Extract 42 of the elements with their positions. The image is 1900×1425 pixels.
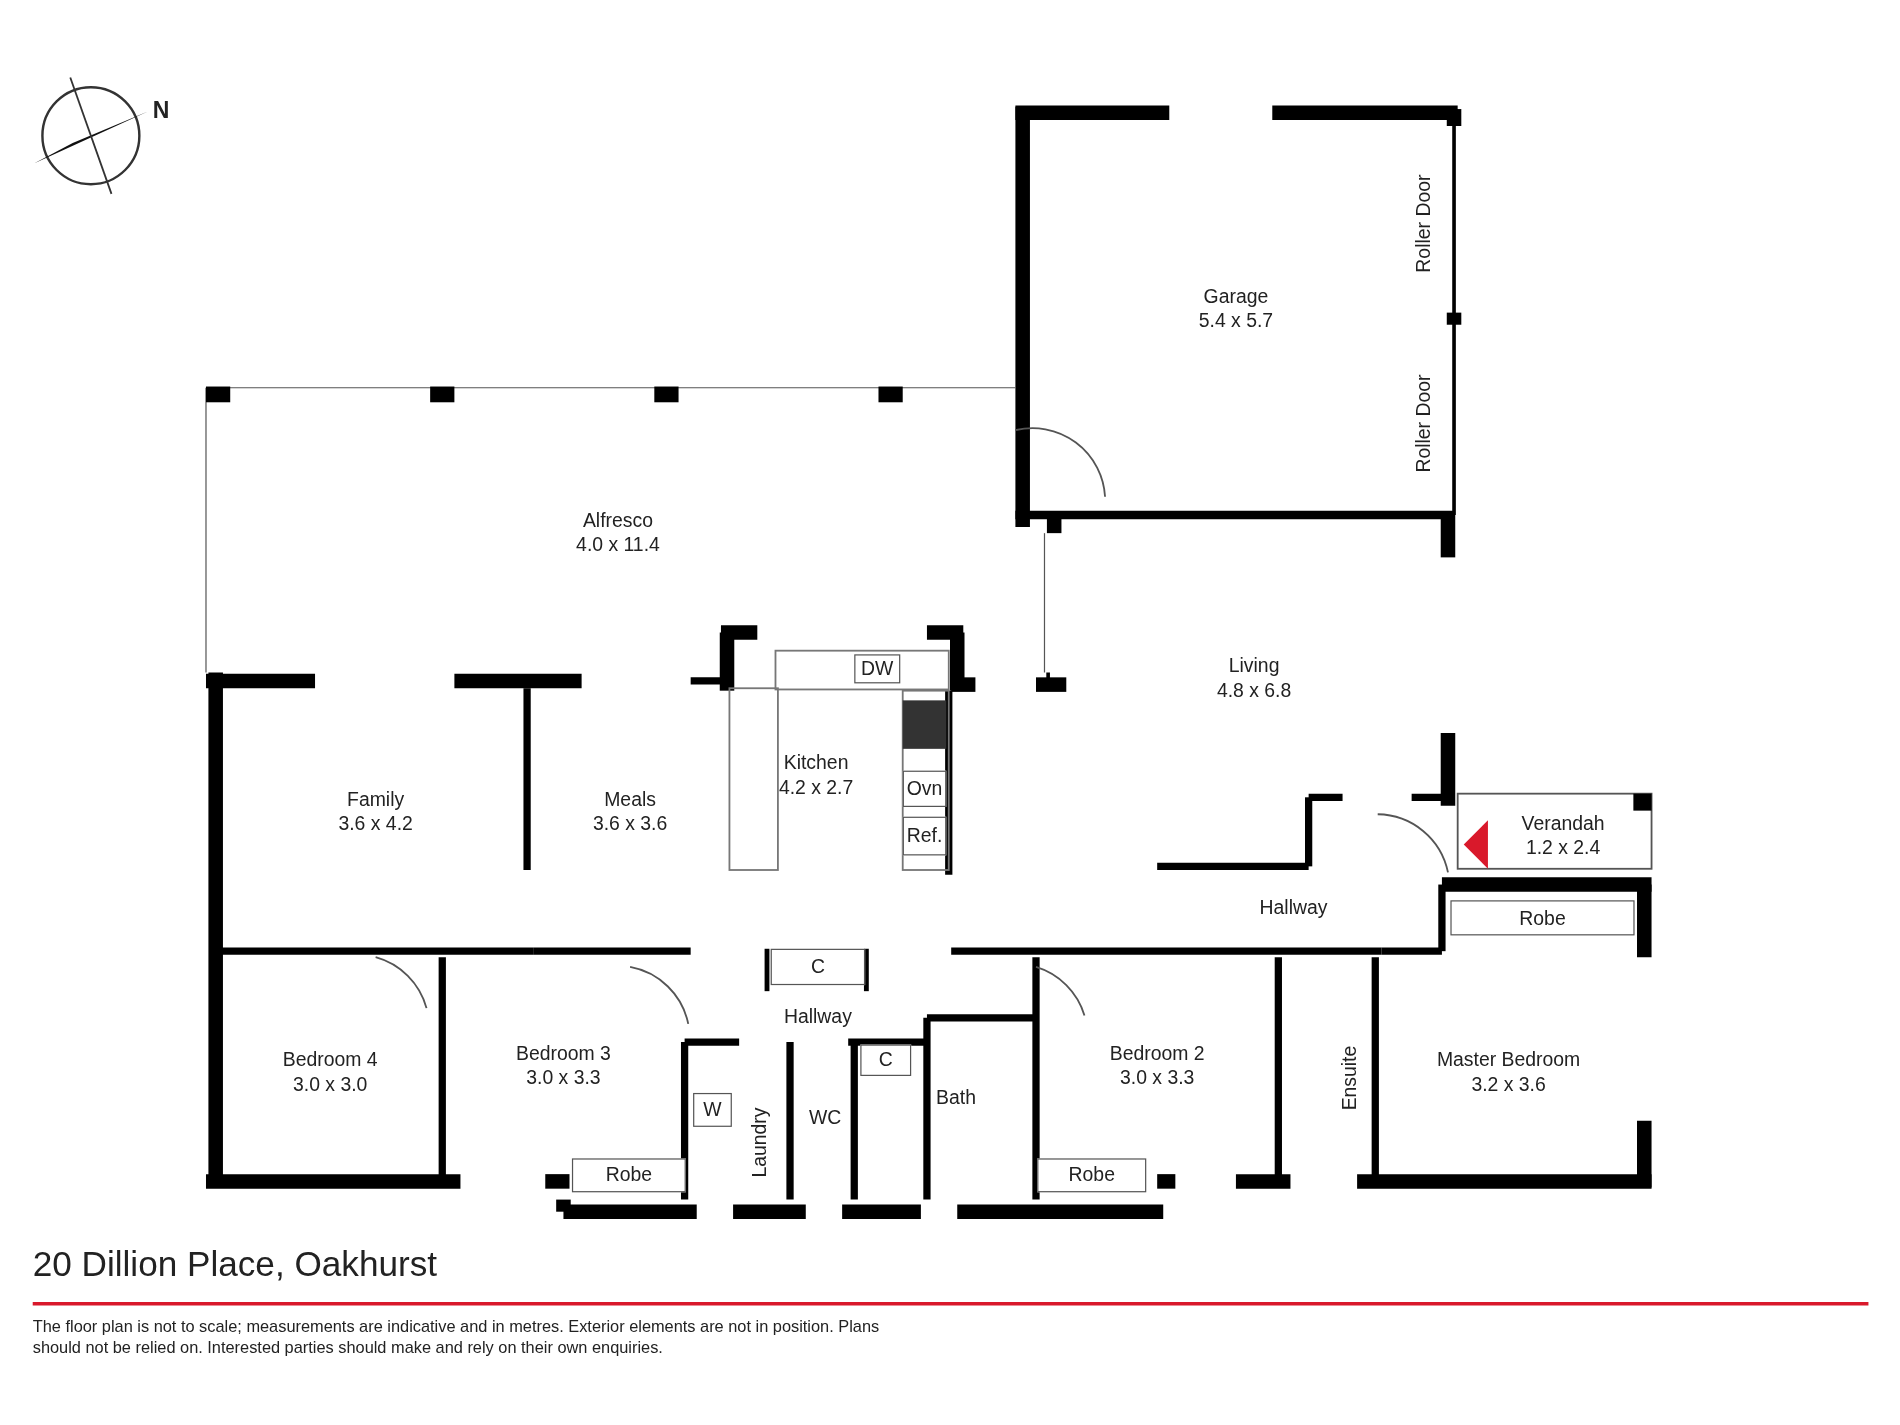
room-dimensions: 5.4 x 5.7 [1198, 309, 1274, 333]
room-name: Laundry [747, 1107, 771, 1178]
room-name: Hallway [1259, 895, 1328, 920]
room-dimensions: 3.2 x 3.6 [1471, 1072, 1546, 1097]
appliance-label: DW [854, 654, 901, 684]
room-name: Meals [604, 787, 656, 812]
room-name: WC [809, 1106, 842, 1131]
cupboard-label: C [770, 948, 866, 986]
room-dimensions: 4.2 x 2.7 [778, 775, 854, 800]
room-dimensions: 3.0 x 3.3 [526, 1066, 601, 1091]
room-name: Hallway [783, 1004, 852, 1029]
room-name: Master Bedroom [1436, 1048, 1581, 1072]
compass-north-label: N [152, 96, 170, 124]
cupboard-label: C [860, 1044, 912, 1076]
appliance-label: Ovn [902, 770, 947, 807]
door-label: Roller Door [1412, 373, 1435, 476]
room-name: Alfresco [582, 509, 653, 533]
room-name: Ensuite [1337, 1046, 1361, 1111]
room-name: Family [347, 787, 405, 812]
room-dimensions: 4.8 x 6.8 [1216, 678, 1292, 703]
disclaimer-text: The floor plan is not to scale; measurements are indicative and in metres. Exterior elements are not in position. Plans should not be relied on. Interested parties should make and rely on their own enquiries. [32, 1316, 881, 1360]
robe-label: Robe [1037, 1158, 1147, 1193]
room-dimensions: 3.0 x 3.3 [1120, 1066, 1195, 1091]
room-name: Bedroom 3 [516, 1042, 611, 1066]
robe-label: Robe [1450, 900, 1635, 936]
robe-label: Robe [571, 1158, 686, 1193]
room-name: Bath [936, 1085, 976, 1110]
room-name: Garage [1203, 284, 1269, 309]
appliance-label: Ref. [902, 816, 947, 856]
room-name: Verandah [1521, 812, 1605, 836]
room-dimensions: 3.6 x 3.6 [592, 812, 668, 836]
door-label: Roller Door [1412, 173, 1435, 276]
address-title: 20 Dillion Place, Oakhurst [32, 1244, 437, 1285]
room-name: Bedroom 4 [282, 1048, 378, 1072]
room-dimensions: 1.2 x 2.4 [1525, 836, 1601, 860]
room-dimensions: 3.6 x 4.2 [338, 812, 413, 836]
room-name: Kitchen [783, 751, 849, 776]
room-name: Living [1228, 654, 1280, 679]
room-name: Bedroom 2 [1109, 1042, 1205, 1066]
room-dimensions: 3.0 x 3.0 [293, 1072, 368, 1097]
room-dimensions: 4.0 x 11.4 [576, 533, 660, 557]
appliance-label: W [693, 1092, 732, 1127]
